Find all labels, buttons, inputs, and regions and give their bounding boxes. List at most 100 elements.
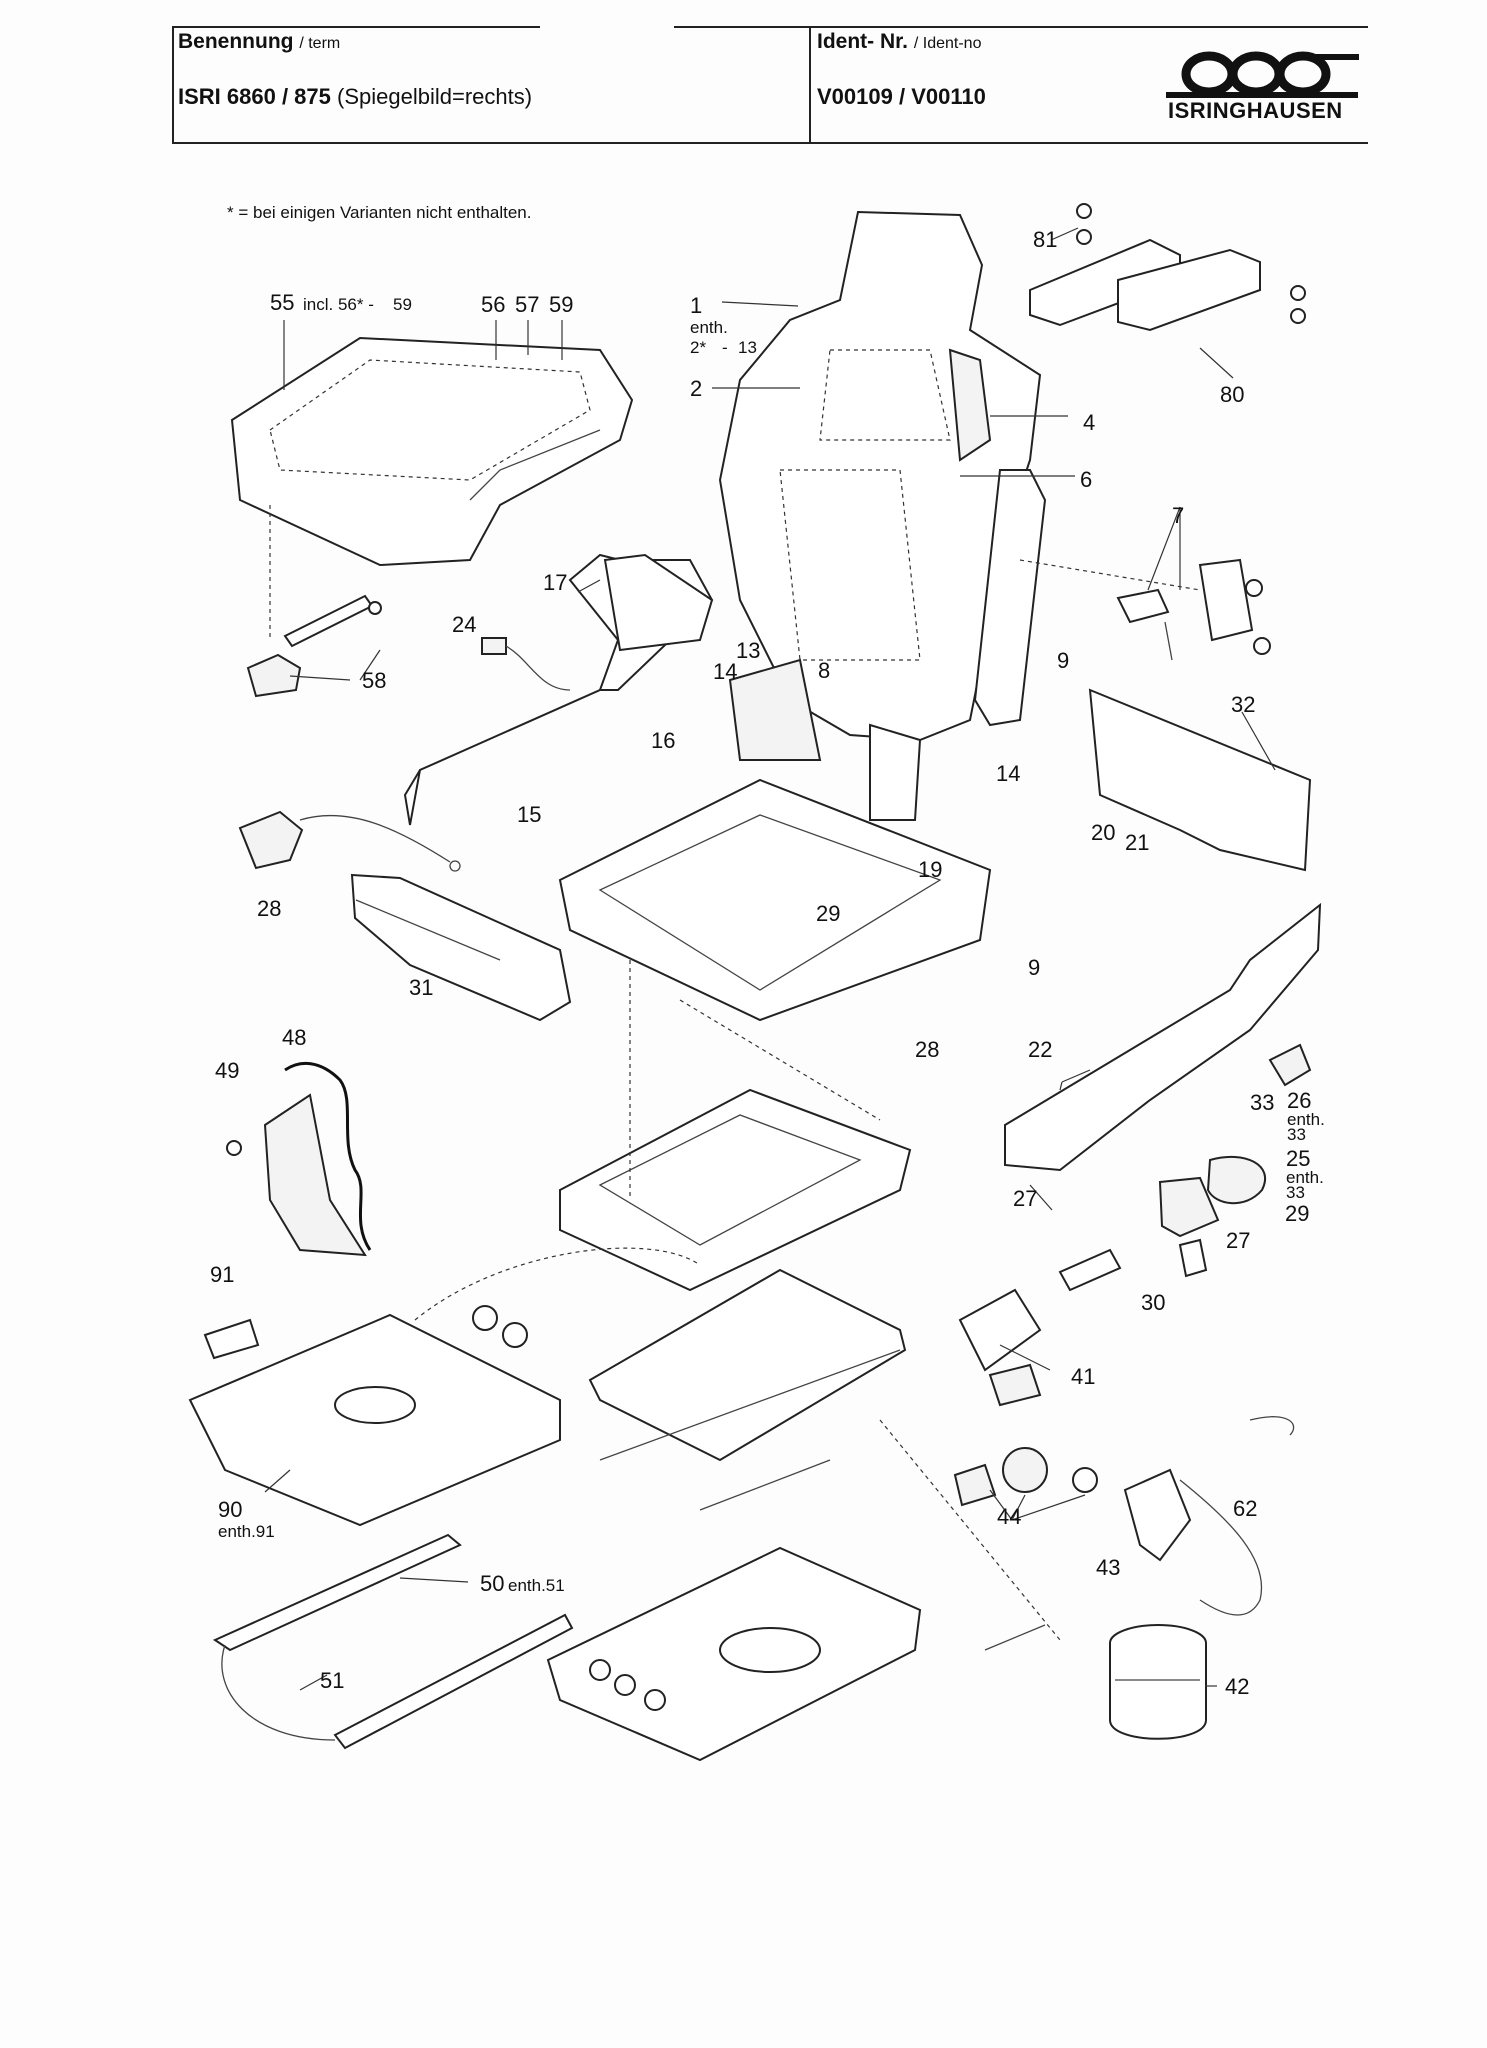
callout-14-right: 14 (996, 761, 1020, 786)
callout-8: 8 (818, 658, 830, 683)
callout-90: 90 (218, 1497, 242, 1522)
assembly-line (1019, 559, 1201, 591)
callout-6: 6 (1080, 467, 1092, 492)
callout-1: 1 (690, 293, 702, 318)
callout-81: 81 (1033, 227, 1057, 252)
callout-1-range-a: 2* (690, 338, 706, 357)
ident-label: Ident- Nr. / Ident-no (817, 30, 982, 53)
shock-absorber (958, 1248, 1122, 1407)
callout-48: 48 (282, 1025, 306, 1050)
callout-9-lower: 9 (1028, 955, 1040, 980)
height-adjusters (953, 1447, 1192, 1651)
header-top-rule-right (674, 26, 1368, 28)
callout-28-left: 28 (257, 896, 281, 921)
brand-logo (1166, 51, 1359, 98)
callout-57: 57 (515, 292, 539, 317)
callout-44: 44 (997, 1504, 1021, 1529)
ident-value: V00109 / V00110 (817, 84, 986, 109)
callout-42: 42 (1225, 1674, 1249, 1699)
header-bottom-rule (172, 142, 1368, 144)
side-trim (403, 553, 714, 826)
callout-29-right: 29 (1285, 1201, 1309, 1226)
callout-51: 51 (320, 1668, 344, 1693)
callout-56: 56 (481, 292, 505, 317)
callout-19: 19 (918, 857, 942, 882)
callout-2: 2 (690, 376, 702, 401)
callout-41: 41 (1071, 1364, 1095, 1389)
lower-base (546, 1546, 922, 1762)
cushion-lever (246, 594, 382, 698)
callout-26-enth: enth. (1287, 1110, 1325, 1129)
callout-29-mid: 29 (816, 901, 840, 926)
callout-1-enth: enth. (690, 318, 728, 337)
armrests (1029, 203, 1306, 332)
callout-55-note: incl. 56* - (303, 295, 374, 314)
callout-4: 4 (1083, 410, 1095, 435)
callout-13: 13 (736, 638, 760, 663)
callout-62: 62 (1233, 1496, 1257, 1521)
callout-14-left: 14 (713, 659, 737, 684)
callout-30: 30 (1141, 1290, 1165, 1315)
callout-26-ref: 33 (1287, 1125, 1306, 1144)
scissor-mechanism (472, 1268, 907, 1511)
footnote: * = bei einigen Varianten nicht enthalte… (227, 203, 532, 222)
connector (481, 637, 571, 691)
callout-labels: 55 incl. 56* - 59 56 57 59 1 enth. 2* - … (210, 227, 1325, 1699)
callout-32: 32 (1231, 692, 1255, 717)
callout-28-mid: 28 (915, 1037, 939, 1062)
callout-59: 59 (549, 292, 573, 317)
callout-55: 55 (270, 290, 294, 315)
model-name: ISRI 6860 / 875 (Spiegelbild=rechts) (178, 84, 533, 109)
callout-25-enth: enth. (1286, 1168, 1324, 1187)
title-block: Benennung / term ISRI 6860 / 875 (Spiege… (172, 26, 1368, 144)
callout-22: 22 (1028, 1037, 1052, 1062)
callout-55-end: 59 (393, 295, 412, 314)
header-divider (809, 26, 811, 144)
callout-49: 49 (215, 1058, 239, 1083)
rear-panel (1088, 688, 1312, 872)
callout-90-note: enth.91 (218, 1522, 275, 1541)
slide-rails (212, 1533, 574, 1750)
callout-20: 20 (1091, 820, 1115, 845)
callout-80: 80 (1220, 382, 1244, 407)
callout-1-range-b: 13 (738, 338, 757, 357)
callout-16: 16 (651, 728, 675, 753)
recliner-parts (1116, 558, 1271, 661)
air-spring (1109, 1624, 1207, 1740)
release-lever (238, 810, 461, 872)
callout-43: 43 (1096, 1555, 1120, 1580)
control-knobs (1158, 1043, 1312, 1278)
callout-91: 91 (210, 1262, 234, 1287)
callout-31: 31 (409, 975, 433, 1000)
right-trim (1004, 902, 1322, 1172)
air-hose (1179, 1416, 1295, 1616)
callout-27-upper: 27 (1013, 1186, 1037, 1211)
assembly-line (679, 999, 881, 1121)
callout-1-dash: - (722, 338, 728, 357)
backrest-frame (973, 469, 1047, 727)
callout-7: 7 (1172, 503, 1184, 528)
callout-9-upper: 9 (1057, 648, 1069, 673)
brand-name: ISRINGHAUSEN (1168, 98, 1343, 123)
header-top-rule-left (172, 26, 540, 28)
callout-58: 58 (362, 668, 386, 693)
upper-plate (559, 1088, 912, 1292)
callout-26: 26 (1287, 1088, 1311, 1113)
seat-cushion (230, 336, 634, 567)
callout-21: 21 (1125, 830, 1149, 855)
callout-27-lower: 27 (1226, 1228, 1250, 1253)
swivel-plate (188, 1313, 561, 1527)
callout-24: 24 (452, 612, 476, 637)
term-label: Benennung / term (178, 30, 341, 53)
callout-15: 15 (517, 802, 541, 827)
callout-17: 17 (543, 570, 567, 595)
side-cover (350, 873, 572, 1022)
header-left-rule (172, 26, 174, 144)
bellows (226, 1061, 372, 1257)
callout-50-note: enth.51 (508, 1576, 565, 1595)
leader-lines (264, 227, 1276, 1691)
seat-frame (558, 658, 992, 1022)
callout-33: 33 (1250, 1090, 1274, 1115)
callout-50: 50 (480, 1571, 504, 1596)
